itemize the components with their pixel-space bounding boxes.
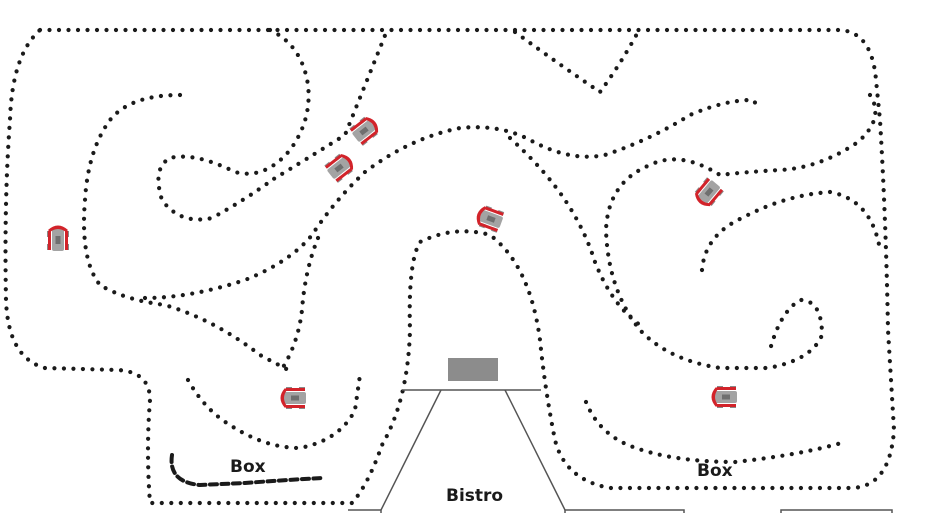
track-line-right-bottom <box>583 399 848 465</box>
track-line-center-diagonal <box>507 135 643 328</box>
go-kart-icon <box>691 176 725 211</box>
track-line-center-sweep <box>142 97 761 301</box>
track-line-left-bottom-curve <box>185 372 363 451</box>
go-kart-icon <box>47 225 69 251</box>
right-building-edge <box>780 509 893 513</box>
go-kart-icon <box>323 150 358 184</box>
go-kart-icon <box>280 387 306 409</box>
track-line-left-loop <box>81 92 295 375</box>
go-kart-icon <box>473 203 506 234</box>
box-left-label: Box <box>230 457 266 477</box>
bistro-counter-block <box>448 358 498 381</box>
go-kart-icon <box>711 386 737 408</box>
bistro-floor-left <box>348 509 382 513</box>
box-left-pit-line <box>169 453 324 488</box>
go-kart-icon <box>348 113 383 147</box>
track-outer-boundary <box>3 27 897 506</box>
track-line-right-inner-curve <box>699 189 883 273</box>
track-line-center-lower <box>277 235 321 375</box>
bistro-right-wall <box>504 389 566 511</box>
track-line-left-hairpin <box>156 25 391 222</box>
track-line-right-outer-curve <box>603 92 878 371</box>
bistro-floor-right <box>564 509 685 513</box>
box-right-label: Box <box>697 461 733 481</box>
track-line-top-zigzag <box>512 29 641 95</box>
bistro-left-wall <box>380 389 442 511</box>
bistro-label: Bistro <box>446 486 504 506</box>
